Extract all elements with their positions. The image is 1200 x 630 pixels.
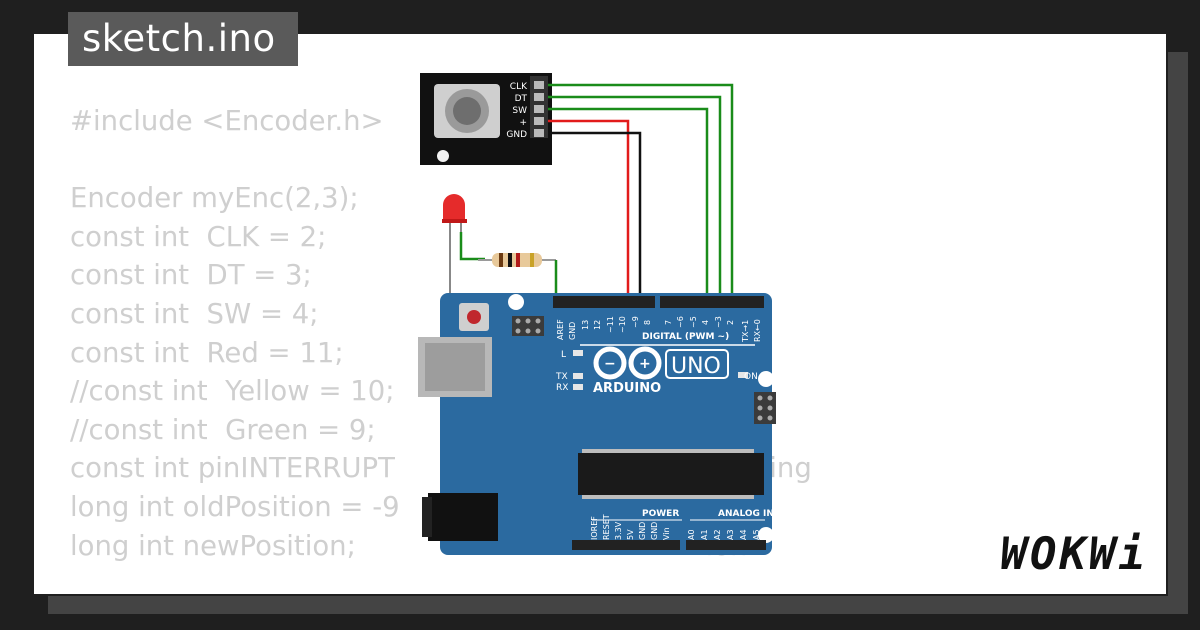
code-line-6: const int SW = 4; xyxy=(70,297,319,330)
code-line-12: long int newPosition; ion xyxy=(70,529,748,562)
code-listing: #include <Encoder.h> Encoder myEnc(2,3); c… xyxy=(70,102,812,565)
pin-label-13: 13 xyxy=(581,320,590,330)
pin-label-a0: A0 xyxy=(687,529,696,540)
arduino-brand: ARDUINO xyxy=(593,381,661,396)
encoder-knob-center xyxy=(453,97,481,125)
encoder-label-gnd: GND xyxy=(506,130,527,140)
pin-label-a3: A3 xyxy=(726,529,735,540)
board-model: UNO xyxy=(671,354,721,379)
encoder-pin-clk xyxy=(534,81,544,89)
led-label-tx: TX xyxy=(555,372,568,382)
encoder-label-clk: CLK xyxy=(510,82,528,92)
led-rx xyxy=(573,384,583,390)
mount-hole-1 xyxy=(508,294,524,310)
analog-header xyxy=(686,540,766,550)
analog-label: ANALOG IN xyxy=(718,509,774,519)
pin-label-a1: A1 xyxy=(700,529,709,540)
pin-label-aref: AREF xyxy=(556,319,565,340)
pin-label-rx: RX←0 xyxy=(753,319,762,342)
pin-label-a5: A5 xyxy=(752,529,761,540)
encoder-pin-dt xyxy=(534,93,544,101)
led-label-l: L xyxy=(561,350,566,360)
mount-hole-2 xyxy=(758,371,774,387)
arduino-logo-icon: − + xyxy=(593,346,662,380)
encoder-pin-vcc xyxy=(534,117,544,125)
power-label: POWER xyxy=(642,509,679,519)
encoder-pin-sw xyxy=(534,105,544,113)
wire-dt[interactable] xyxy=(548,95,722,302)
svg-text:−: − xyxy=(604,356,616,372)
pin-label-5v: 5V xyxy=(626,529,635,540)
encoder-label-sw: SW xyxy=(512,106,527,116)
file-title-tag: sketch.ino xyxy=(68,12,298,66)
pin-label-4: 4 xyxy=(701,320,710,325)
pin-label-3v3: 3.3V xyxy=(614,521,623,540)
resistor[interactable] xyxy=(478,253,556,267)
wire-led-resistor[interactable] xyxy=(459,232,485,261)
encoder-label-dt: DT xyxy=(515,94,528,104)
code-line-4: const int CLK = 2; xyxy=(70,220,327,253)
led-red[interactable] xyxy=(442,194,467,302)
icsp-header-1 xyxy=(512,316,544,336)
pin-label-gnd-2: GND xyxy=(650,522,659,540)
pin-label-a4: A4 xyxy=(739,529,748,540)
pin-label-7: 7 xyxy=(664,320,673,325)
encoder-label-vcc: + xyxy=(519,118,527,128)
pin-label-2: 2 xyxy=(726,320,735,325)
encoder-pin-gnd xyxy=(534,129,544,137)
arduino-uno-board[interactable]: AREF GND 13 12 ~11 ~10 ~9 8 7 ~6 ~5 4 ~3… xyxy=(418,293,776,555)
code-line-7: const int Red = 11; xyxy=(70,336,344,369)
digital-pin-labels: AREF GND 13 12 ~11 ~10 ~9 8 7 ~6 ~5 4 ~3… xyxy=(556,316,762,343)
led-l xyxy=(573,350,583,356)
rotary-encoder[interactable]: CLK DT SW + GND xyxy=(420,73,552,165)
status-leds: L TX RX ON xyxy=(555,350,758,393)
svg-text:+: + xyxy=(639,356,651,372)
pin-label-gnd: GND xyxy=(568,322,577,340)
mount-hole-3 xyxy=(758,527,774,543)
digital-header-left xyxy=(553,296,655,308)
code-line-8: //const int Yellow = 10; xyxy=(70,375,395,408)
led-dome xyxy=(443,194,465,222)
pin-label-gnd-1: GND xyxy=(638,522,647,540)
pin-label-tx: TX→1 xyxy=(741,320,750,343)
pin-label-a2: A2 xyxy=(713,529,722,540)
pin-label-6: ~6 xyxy=(676,316,685,328)
wokwi-logo: WOKWi xyxy=(1000,529,1148,580)
led-on xyxy=(738,372,748,378)
pin-label-8: 8 xyxy=(643,320,652,325)
icsp-header-2 xyxy=(754,392,776,424)
power-header xyxy=(572,540,680,550)
digital-pwm-label: DIGITAL (PWM ~) xyxy=(642,332,729,342)
led-label-rx: RX xyxy=(556,383,568,393)
power-jack xyxy=(428,493,498,541)
code-line-3: Encoder myEnc(2,3); xyxy=(70,182,359,215)
atmega-chip xyxy=(578,453,764,495)
led-tx xyxy=(573,373,583,379)
led-label-on: ON xyxy=(744,372,758,382)
pin-label-9: ~9 xyxy=(631,316,640,328)
code-line-10: const int pinINTERRUPT king xyxy=(70,452,812,485)
code-line-9: //const int Green = 9; xyxy=(70,413,376,446)
pin-label-ioref: IOREF xyxy=(590,516,599,540)
pin-label-3: ~3 xyxy=(714,316,723,328)
digital-header-right xyxy=(660,296,764,308)
pin-label-vin: Vin xyxy=(662,527,671,540)
code-line-1: #include <Encoder.h> xyxy=(70,105,384,137)
wire-sw[interactable] xyxy=(548,107,709,302)
pin-label-11: ~11 xyxy=(606,316,615,333)
power-pin-labels: POWER IOREF RESET 3.3V 5V GND GND Vin AN… xyxy=(590,509,774,540)
encoder-mount-hole xyxy=(437,150,449,162)
wire-clk[interactable] xyxy=(548,83,734,302)
pin-label-reset: RESET xyxy=(602,514,611,540)
pin-label-12: 12 xyxy=(593,320,602,330)
code-line-5: const int DT = 3; xyxy=(70,259,312,292)
pin-label-5: ~5 xyxy=(689,316,698,328)
pin-label-10: ~10 xyxy=(618,316,627,333)
